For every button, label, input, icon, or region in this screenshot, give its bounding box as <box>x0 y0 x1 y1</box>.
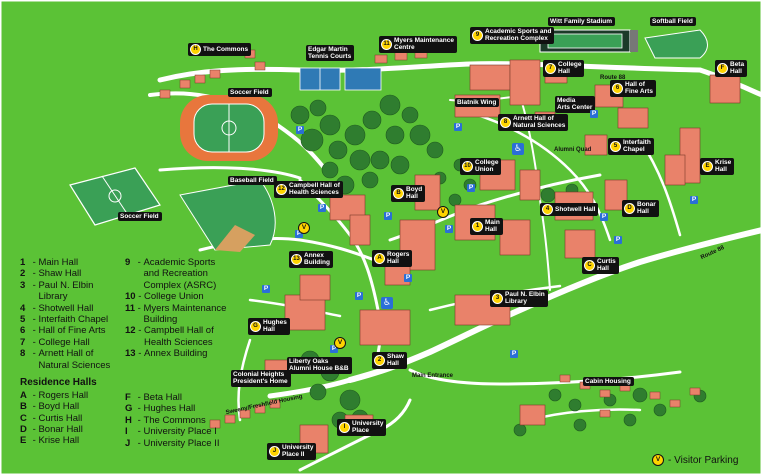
visitor-parking-legend: V - Visitor Parking <box>652 454 738 466</box>
map-label-liberty-oaks[interactable]: Liberty Oaks Alumni House B&B <box>287 357 352 374</box>
legend-item: J - University Place II <box>125 437 220 449</box>
legend-item: 4 - Shotwell Hall <box>20 302 94 314</box>
legend-item: 7 - College Hall <box>20 336 90 348</box>
legend-item: 10 - College Union <box>125 291 204 303</box>
legend-item: 9 - Academic Sports and Recreation Compl… <box>125 257 217 291</box>
tennis-courts <box>299 67 382 91</box>
legend-academic-left: 1 - Main Hall 2 - Shaw Hall 3 - Paul N. … <box>20 257 140 447</box>
route-88-label-north: Route 88 <box>600 75 626 81</box>
legend-item: 6 - Hall of Fine Arts <box>20 325 106 337</box>
map-label-soccer-field[interactable]: Soccer Field <box>118 212 162 222</box>
visitor-parking-legend-text: - Visitor Parking <box>668 454 739 466</box>
parking-marker[interactable]: P <box>355 292 363 300</box>
map-label-cabin-housing[interactable]: Cabin Housing <box>583 377 634 387</box>
accessible-icon: ♿ <box>381 297 393 309</box>
tree-clusters <box>290 94 707 437</box>
legend-item: 11 - Myers Maintenance Building <box>125 302 227 325</box>
legend-item: 2 - Shaw Hall <box>20 268 82 280</box>
legend-residence-right: F - Beta Hall G - Hughes Hall H - The Co… <box>125 392 250 449</box>
legend-item: 12 - Campbell Hall of Health Sciences <box>125 325 214 348</box>
parking-marker[interactable]: P <box>614 236 622 244</box>
visitor-parking-legend-icon: V <box>652 454 664 466</box>
parking-marker[interactable]: P <box>295 230 303 238</box>
map-label-marker: H <box>190 44 201 55</box>
parking-marker[interactable]: P <box>262 285 270 293</box>
legend-item: H - The Commons <box>125 414 206 426</box>
legend-item: 1 - Main Hall <box>20 257 79 268</box>
legend-item: 5 - Interfaith Chapel <box>20 313 109 325</box>
main-entrance-label: Main Entrance <box>412 373 454 379</box>
parking-marker[interactable]: P <box>384 212 392 220</box>
parking-marker[interactable]: P <box>296 126 304 134</box>
map-label-witt-family-stadium[interactable]: Witt Family Stadium <box>548 17 616 27</box>
map-label-tennis-courts[interactable]: Edgar Martin Tennis Courts <box>306 45 355 62</box>
parking-marker[interactable]: P <box>445 225 453 233</box>
legend-item: D - Bonar Hall <box>20 424 83 436</box>
legend-item: A - Rogers Hall <box>20 389 89 401</box>
parking-marker[interactable]: P <box>454 123 462 131</box>
map-label-soccer-field-track[interactable]: Soccer Field <box>228 88 272 98</box>
parking-marker[interactable]: P <box>318 204 326 212</box>
parking-marker[interactable]: P <box>590 110 598 118</box>
map-label-media-arts[interactable]: Media Arts Center <box>555 96 596 113</box>
visitor-parking-marker[interactable]: V <box>298 222 310 234</box>
parking-marker[interactable]: P <box>600 213 608 221</box>
legend-residence-title: Residence Halls <box>20 376 97 388</box>
running-track <box>180 95 278 161</box>
legend-item: G - Hughes Hall <box>125 403 196 415</box>
soccer-field-left <box>69 167 161 226</box>
map-label-colonial-heights[interactable]: Colonial Heights President's Home <box>231 370 291 387</box>
alumni-quad-label: Alumni Quad <box>554 147 592 153</box>
legend-item: 8 - Arnett Hall of Natural Sciences <box>20 348 111 371</box>
stadium <box>539 29 638 53</box>
legend-item: 3 - Paul N. Elbin Library <box>20 279 94 303</box>
legend-item: 13 - Annex Building <box>125 348 208 360</box>
parking-marker[interactable]: P <box>690 196 698 204</box>
legend-item: I - University Place I <box>125 426 217 438</box>
parking-marker[interactable]: P <box>510 350 518 358</box>
map-label-blatnik-wing[interactable]: Blatnik Wing <box>455 98 500 108</box>
legend-item: B - Boyd Hall <box>20 401 80 413</box>
legend-item: E - Krise Hall <box>20 435 80 447</box>
legend-academic-right: 9 - Academic Sports and Recreation Compl… <box>125 257 250 360</box>
visitor-parking-marker[interactable]: V <box>334 337 346 349</box>
map-label-softball-field[interactable]: Softball Field <box>650 17 696 27</box>
visitor-parking-marker[interactable]: V <box>437 206 449 218</box>
parking-marker[interactable]: P <box>404 274 412 282</box>
map-label-baseball-field[interactable]: Baseball Field <box>228 176 277 186</box>
accessible-icon: ♿ <box>512 143 524 155</box>
legend-item: F - Beta Hall <box>125 392 183 403</box>
parking-marker[interactable]: P <box>467 184 475 192</box>
legend-item: C - Curtis Hall <box>20 412 83 424</box>
softball-field <box>644 29 708 59</box>
parking-marker[interactable]: P <box>330 345 338 353</box>
